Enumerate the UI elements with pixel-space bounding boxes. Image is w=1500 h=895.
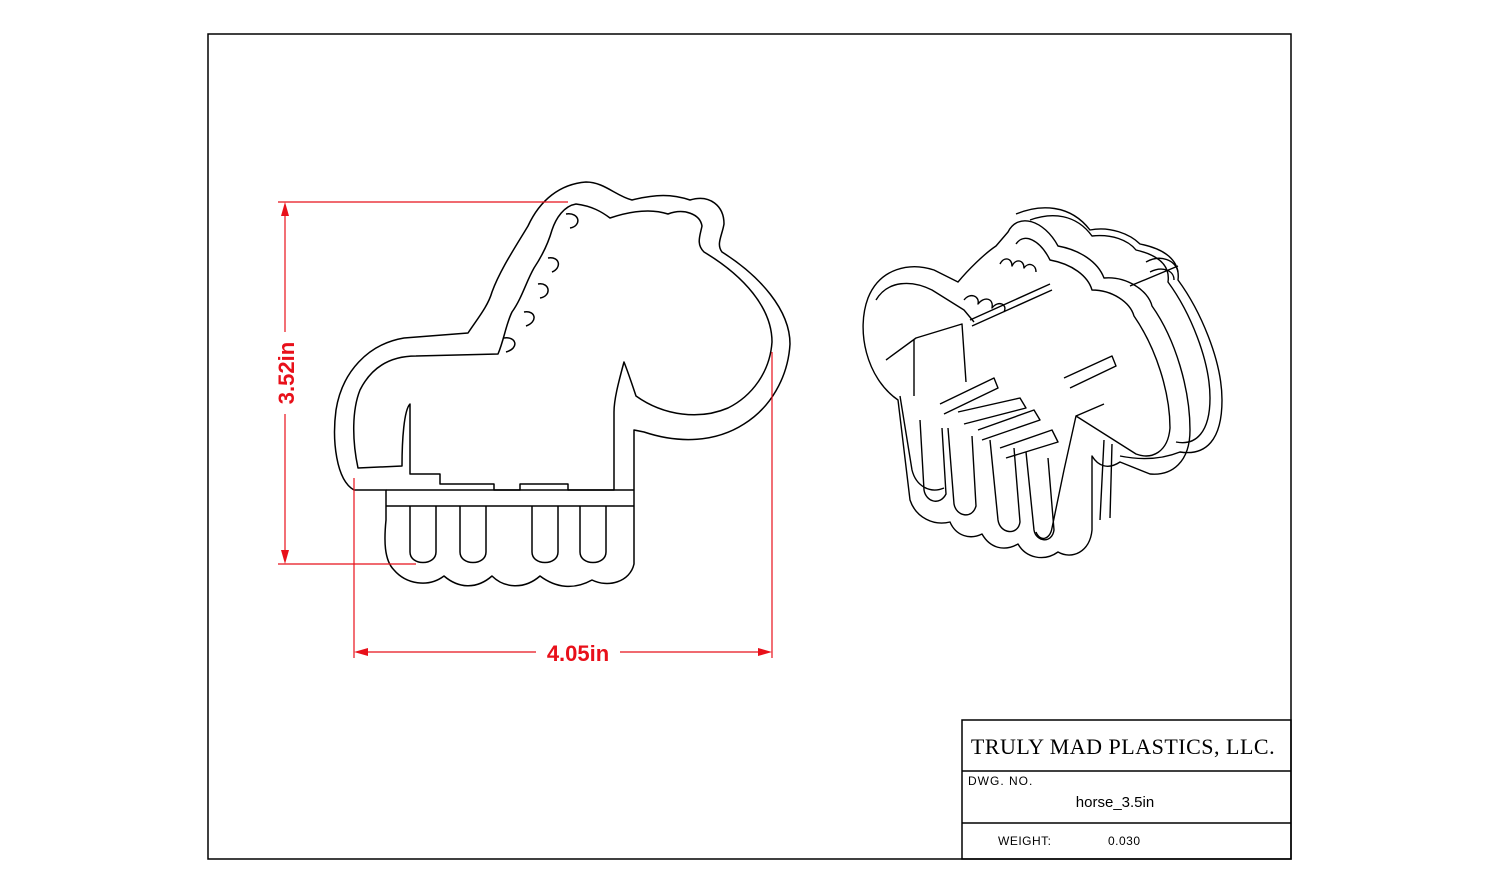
iso-depth-walls bbox=[885, 323, 1117, 521]
weight-value: 0.030 bbox=[1108, 834, 1141, 848]
horse-inner-outline bbox=[352, 203, 773, 491]
sheet-border bbox=[207, 33, 1292, 860]
iso-mane bbox=[963, 258, 1053, 327]
iso-front-outline bbox=[862, 220, 1191, 559]
horse-leg-2 bbox=[459, 506, 487, 564]
iso-leg-3 bbox=[989, 439, 1021, 533]
horse-mane bbox=[503, 213, 579, 353]
height-dimension-label: 3.52in bbox=[274, 342, 299, 404]
iso-ear bbox=[1129, 257, 1179, 287]
horse-leg-1 bbox=[409, 506, 437, 564]
drawing-number-label: DWG. NO. bbox=[968, 774, 1033, 788]
iso-inner-outline bbox=[875, 237, 1171, 539]
dimension-lines bbox=[278, 201, 773, 658]
iso-back-shell bbox=[1015, 207, 1223, 460]
iso-leg-4 bbox=[1025, 451, 1055, 541]
iso-leg-1 bbox=[919, 419, 947, 502]
weight-label: WEIGHT: bbox=[998, 834, 1052, 848]
horse-outline-view bbox=[333, 181, 791, 588]
iso-leg-2 bbox=[947, 427, 977, 516]
width-dimension-label: 4.05in bbox=[547, 641, 609, 666]
company-name: TRULY MAD PLASTICS, LLC. bbox=[971, 734, 1275, 759]
horse-leg-4 bbox=[579, 506, 607, 564]
horse-outer-outline bbox=[333, 181, 791, 588]
horse-isometric-view bbox=[862, 207, 1223, 559]
horse-leg-band bbox=[386, 489, 634, 507]
title-block bbox=[961, 719, 1292, 860]
horse-leg-3 bbox=[531, 506, 559, 564]
drawing-number-value: horse_3.5in bbox=[1076, 794, 1154, 811]
